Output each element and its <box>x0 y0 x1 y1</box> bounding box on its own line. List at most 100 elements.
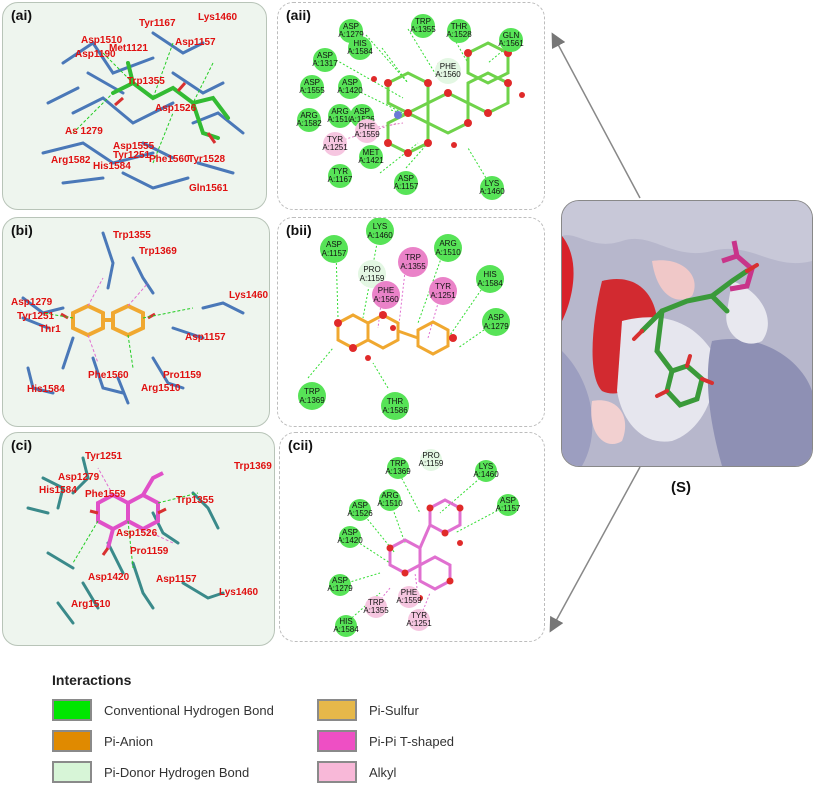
svg-text:ASP: ASP <box>332 576 348 585</box>
legend-label: Pi-Donor Hydrogen Bond <box>104 764 250 780</box>
svg-text:A:1355: A:1355 <box>400 262 426 271</box>
svg-text:ASP: ASP <box>488 313 504 322</box>
arrow-to-aii <box>551 32 641 199</box>
residue-label: Phe1560 <box>149 154 190 165</box>
panel-bi: (bi) Trp1355 Trp1369 Lys1460 Asp1279 Tyr… <box>2 217 270 427</box>
residue-label: Thr1 <box>39 324 61 335</box>
svg-text:LYS: LYS <box>485 179 500 188</box>
svg-text:TRP: TRP <box>368 598 384 607</box>
residue-label: Asp1510 <box>81 35 123 46</box>
svg-text:A:1559: A:1559 <box>354 130 380 139</box>
panel-ai: (ai) Tyr1167 Lys1460 Asp1510 Asp1190 Met… <box>2 2 267 210</box>
svg-text:A:1528: A:1528 <box>446 30 472 39</box>
svg-text:TRP: TRP <box>304 387 320 396</box>
svg-text:TYR: TYR <box>411 611 427 620</box>
residue-label: Asp1157 <box>185 332 226 343</box>
svg-text:PRO: PRO <box>422 451 439 460</box>
legend-swatch <box>52 699 92 721</box>
residue-label: Pro1159 <box>130 546 169 557</box>
residue-label: Tyr1251 <box>113 150 151 161</box>
residue-label: Met1121 <box>109 43 148 54</box>
residue-label: Asp1279 <box>11 297 53 308</box>
svg-text:ARG: ARG <box>381 491 398 500</box>
residue-label: Tyr1251 <box>17 311 55 322</box>
legend-item-alkyl: Alkyl <box>317 761 396 783</box>
svg-text:HIS: HIS <box>483 270 496 279</box>
svg-text:ASP: ASP <box>354 107 370 116</box>
residue-label: Trp1355 <box>127 76 165 87</box>
residue-label: His1584 <box>39 485 77 496</box>
svg-text:THR: THR <box>451 22 468 31</box>
svg-text:THR: THR <box>387 397 404 406</box>
residue-label: Arg1582 <box>51 155 91 166</box>
svg-text:ASP: ASP <box>342 528 358 537</box>
legend-item-hbond: Conventional Hydrogen Bond <box>52 699 274 721</box>
svg-text:TRP: TRP <box>415 17 431 26</box>
svg-text:A:1510: A:1510 <box>377 499 403 508</box>
svg-text:A:1561: A:1561 <box>498 39 524 48</box>
svg-text:PHE: PHE <box>440 62 456 71</box>
svg-text:A:1369: A:1369 <box>385 467 411 476</box>
svg-text:PHE: PHE <box>401 588 417 597</box>
residue-label: Pro1159 <box>163 370 202 381</box>
svg-text:ASP: ASP <box>343 22 359 31</box>
svg-text:A:1159: A:1159 <box>360 274 385 283</box>
svg-text:A:1159: A:1159 <box>419 459 444 468</box>
svg-text:ASP: ASP <box>342 78 358 87</box>
svg-text:ARG: ARG <box>439 239 456 248</box>
svg-text:A:1369: A:1369 <box>299 396 325 405</box>
surface-render <box>562 201 812 466</box>
panel-ci-label: (ci) <box>11 437 32 453</box>
svg-text:ARG: ARG <box>300 111 317 120</box>
svg-text:A:1510: A:1510 <box>435 248 461 257</box>
svg-text:GLN: GLN <box>503 31 520 40</box>
svg-text:A:1279: A:1279 <box>483 322 509 331</box>
svg-text:A:1526: A:1526 <box>349 115 375 124</box>
residue-label: Tyr1167 <box>139 18 176 29</box>
residue-label: Asp1157 <box>175 37 216 48</box>
panel-ai-labels-svg: Tyr1167 Lys1460 Asp1510 Asp1190 Met1121 … <box>51 12 238 194</box>
svg-text:A:1279: A:1279 <box>338 30 364 39</box>
legend-swatch <box>317 699 357 721</box>
svg-text:A:1460: A:1460 <box>367 231 393 240</box>
svg-text:A:1560: A:1560 <box>435 70 461 79</box>
svg-text:ASP: ASP <box>500 496 516 505</box>
legend-title: Interactions <box>52 672 132 688</box>
panel-aii-label: (aii) <box>286 7 311 23</box>
svg-text:A:1555: A:1555 <box>299 86 325 95</box>
residue-label: Asp1526 <box>116 528 158 539</box>
residue-label: Tyr1251 <box>85 451 123 462</box>
legend-label: Pi-Anion <box>104 733 154 749</box>
svg-text:TYR: TYR <box>435 282 451 291</box>
svg-text:PHE: PHE <box>378 286 394 295</box>
residue-label: As 1279 <box>65 126 103 137</box>
svg-text:A:1586: A:1586 <box>382 406 408 415</box>
residue-label: Tyr1528 <box>188 154 226 165</box>
legend-item-pi-pi: Pi-Pi T-shaped <box>317 730 454 752</box>
svg-text:TYR: TYR <box>327 135 343 144</box>
legend-item-pi-donor: Pi-Donor Hydrogen Bond <box>52 761 249 783</box>
residue-label: Asp1555 <box>113 141 155 152</box>
panel-ai-3d-view <box>41 31 245 190</box>
